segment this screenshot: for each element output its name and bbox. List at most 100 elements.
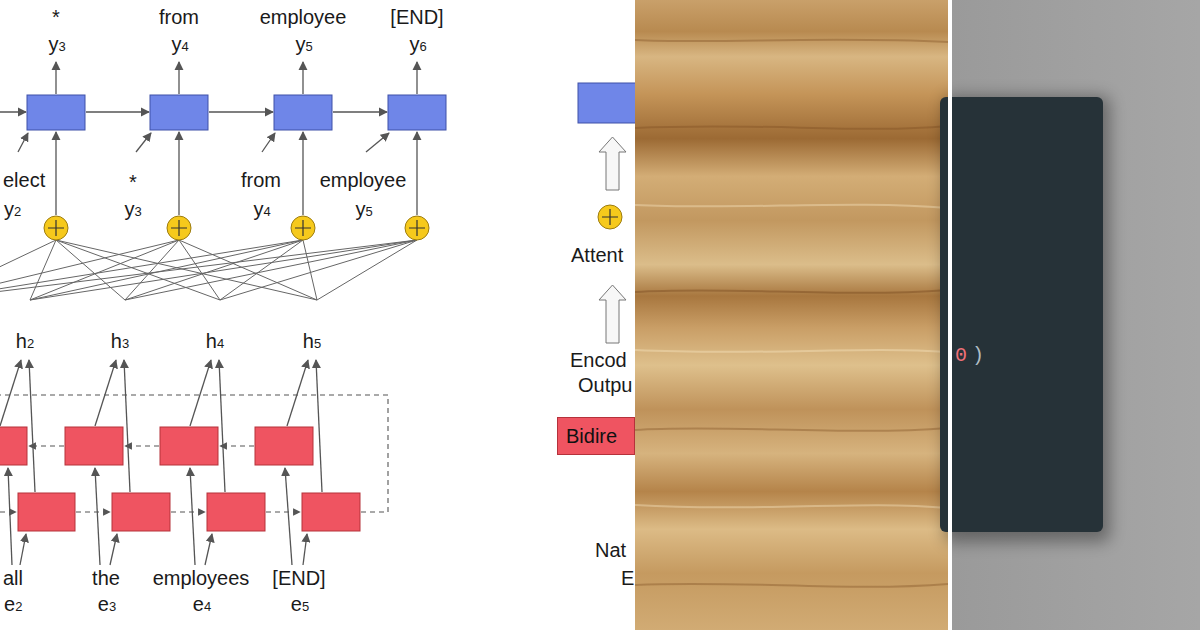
backward-arrow	[220, 445, 254, 446]
decoder-arrows	[0, 62, 417, 215]
code-punctuation: )	[972, 344, 984, 368]
output-arrow	[416, 62, 417, 94]
source-token: the	[92, 566, 120, 590]
block-arrow	[599, 137, 626, 190]
hidden-arrow	[219, 360, 225, 492]
layer-label: Encod	[570, 348, 627, 372]
code-card	[940, 97, 1103, 532]
backward-cell	[160, 427, 218, 465]
hidden-arrow	[29, 360, 35, 492]
input-arrow	[18, 133, 28, 152]
layer-label: Nat	[595, 538, 626, 562]
forward-cell	[18, 493, 75, 531]
input-arrow	[136, 133, 151, 152]
attention-line	[56, 240, 417, 300]
sum-circle	[598, 205, 622, 229]
input-arrow	[262, 133, 275, 152]
source-symbol: e2	[4, 592, 22, 619]
input-symbol: y4	[253, 197, 270, 224]
wood-photo	[635, 0, 948, 630]
hidden-arrow	[124, 360, 130, 492]
grain-line	[635, 205, 948, 208]
input-symbol: y2	[4, 197, 21, 224]
hidden-arrow	[316, 360, 322, 492]
recurrent-arrow	[86, 111, 149, 112]
decoder-cell	[274, 95, 332, 130]
input-token: elect	[3, 168, 45, 192]
forward-arrow	[266, 511, 300, 512]
input-token: from	[241, 168, 281, 192]
source-token: [END]	[272, 566, 325, 590]
output-arrow	[55, 62, 56, 94]
source-token: employees	[153, 566, 250, 590]
forward-cell	[302, 493, 360, 531]
grain-line	[635, 584, 948, 587]
grain-line	[635, 350, 948, 352]
layer-label: E	[621, 566, 634, 590]
grain-line	[635, 290, 948, 293]
panel-gap	[948, 0, 952, 630]
backward-cell	[65, 427, 123, 465]
context-arrow	[178, 132, 179, 215]
encoder-layer-box: Bidire	[557, 417, 635, 455]
attention-line	[56, 240, 417, 300]
block-arrow	[599, 285, 626, 343]
layer-label: Outpu	[578, 373, 632, 397]
source-token: all	[3, 566, 23, 590]
plus-sign	[48, 220, 425, 236]
output-token: [END]	[390, 5, 443, 29]
output-symbol: y6	[409, 32, 426, 59]
box-label: Bidire	[566, 425, 617, 447]
forward-arrow	[171, 511, 205, 512]
recurrent-arrow	[209, 111, 273, 112]
input-symbol: y5	[355, 197, 372, 224]
forward-cell	[112, 493, 170, 531]
decoder-cell	[388, 95, 446, 130]
hidden-arrow	[0, 360, 21, 426]
grain-line	[635, 40, 948, 42]
output-arrow	[302, 62, 303, 94]
backward-cell	[255, 427, 313, 465]
hidden-arrow	[95, 360, 116, 426]
recurrent-arrow	[0, 111, 26, 112]
encoder-cells	[0, 427, 360, 531]
embedding-arrow	[205, 534, 212, 565]
embedding-arrow	[190, 468, 195, 565]
wood-grain	[635, 40, 948, 587]
decoder-cells	[27, 95, 446, 130]
hidden-state: h5	[303, 329, 321, 356]
embedding-arrow	[285, 468, 292, 565]
input-token: employee	[320, 168, 407, 192]
forward-arrow	[76, 511, 110, 512]
output-token: *	[52, 5, 60, 29]
forward-arrow	[0, 511, 16, 512]
context-arrow	[302, 132, 303, 215]
hidden-arrow	[190, 360, 211, 426]
attention-line	[56, 240, 417, 300]
backward-arrow	[29, 445, 64, 446]
embedding-arrow	[8, 468, 12, 565]
embedding-arrow	[20, 534, 26, 565]
hidden-state: h2	[16, 329, 34, 356]
source-symbol: e4	[193, 592, 211, 619]
context-arrow	[416, 132, 417, 215]
decoder-cell	[27, 95, 85, 130]
hidden-state: h4	[206, 329, 224, 356]
output-arrow	[178, 62, 179, 94]
encoder-arrows	[0, 360, 322, 565]
hidden-state: h3	[111, 329, 129, 356]
attention-line	[30, 240, 417, 300]
output-token: from	[159, 5, 199, 29]
input-arrow	[366, 133, 389, 152]
embedding-arrow	[110, 534, 117, 565]
grain-line	[635, 428, 948, 431]
grain-line	[635, 505, 948, 508]
recurrent-arrow	[333, 111, 387, 112]
backward-cell	[0, 427, 27, 465]
hidden-arrow	[287, 360, 308, 426]
embedding-arrow	[303, 534, 307, 565]
